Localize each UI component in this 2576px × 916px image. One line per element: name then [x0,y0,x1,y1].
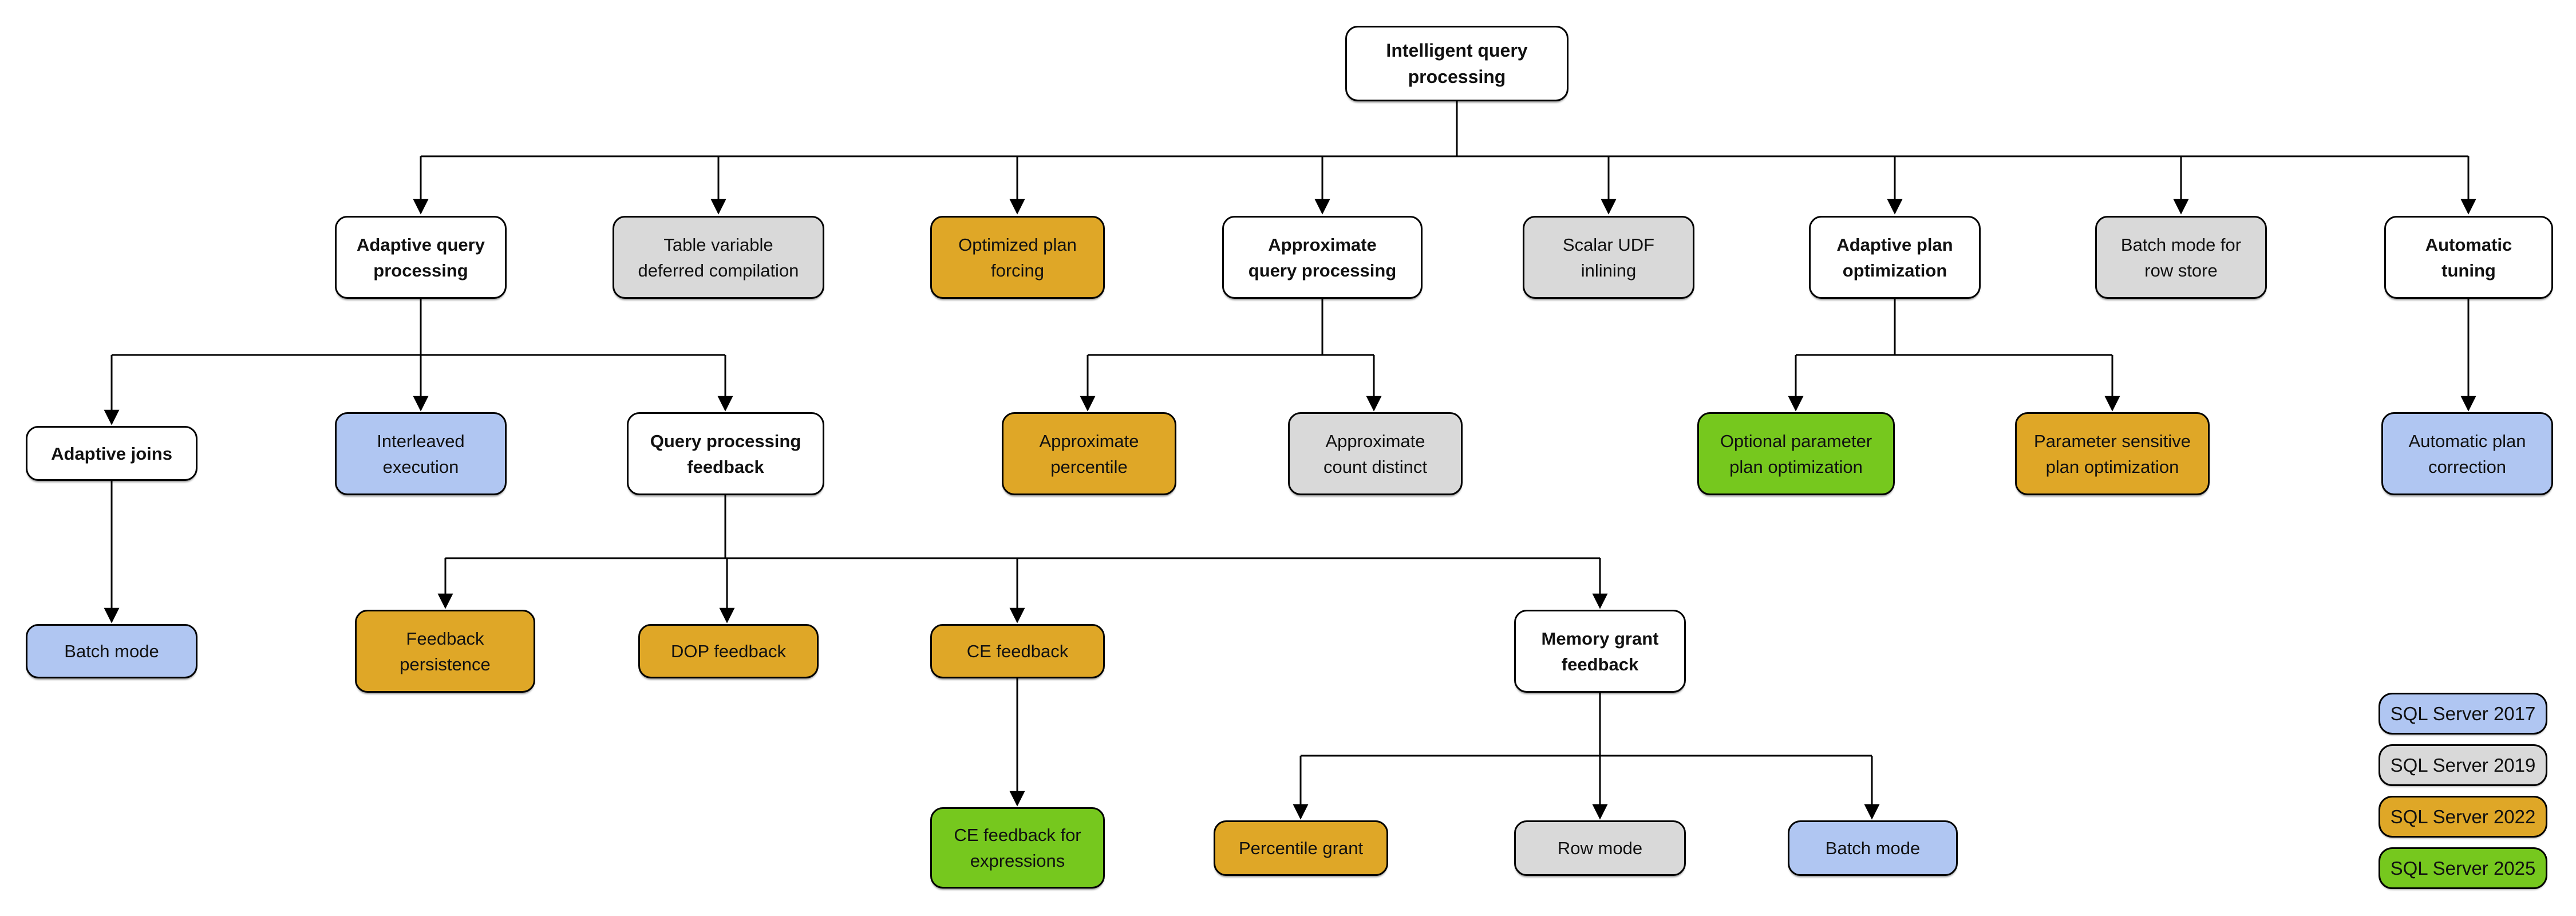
node-feedback-persistence: Feedback persistence [355,610,535,693]
node-label: Approximate query processing [1248,234,1397,281]
node-adaptive-query-processing: Adaptive query processing [335,216,507,299]
node-label: Adaptive query processing [357,234,485,281]
node-interleaved-execution: Interleaved execution [335,412,507,495]
node-optional-parameter-plan-optimization: Optional parameter plan optimization [1697,412,1895,495]
node-label: Table variable deferred compilation [638,234,799,281]
legend-label: SQL Server 2025 [2390,857,2536,879]
node-ce-feedback: CE feedback [930,624,1105,678]
node-label: Scalar UDF inlining [1562,234,1655,281]
node-automatic-tuning: Automatic tuning [2384,216,2553,299]
edge-approx-bus [1088,299,1374,356]
node-label: Optimized plan forcing [958,234,1077,281]
legend-item-sql-server-2022: SQL Server 2022 [2379,796,2547,838]
edge-aqp-bus [112,299,725,356]
node-label: Batch mode for row store [2120,234,2242,281]
legend-label: SQL Server 2022 [2390,806,2536,827]
node-label: Approximate percentile [1039,431,1139,477]
node-batch-mode-memory-grant: Batch mode [1788,820,1958,876]
node-automatic-plan-correction: Automatic plan correction [2381,412,2553,495]
node-label: Memory grant feedback [1541,628,1659,674]
node-label: Adaptive plan optimization [1836,234,1953,281]
node-percentile-grant: Percentile grant [1214,820,1388,876]
node-row-mode: Row mode [1514,820,1686,876]
node-label: Parameter sensitive plan optimization [2034,431,2191,477]
legend-label: SQL Server 2019 [2390,754,2536,776]
edge-mgf-bus [1301,693,1872,757]
node-label: Optional parameter plan optimization [1720,431,1872,477]
node-label: CE feedback for expressions [954,825,1081,871]
node-label: Percentile grant [1238,838,1364,858]
edge-root-bus [421,101,2468,157]
node-table-variable-deferred-compilation: Table variable deferred compilation [613,216,824,299]
legend-item-sql-server-2025: SQL Server 2025 [2379,847,2547,889]
node-label: Row mode [1557,838,1643,858]
edge-qpf-bus [445,495,1600,559]
node-memory-grant-feedback: Memory grant feedback [1514,610,1686,693]
node-batch-mode-for-row-store: Batch mode for row store [2095,216,2267,299]
node-parameter-sensitive-plan-optimization: Parameter sensitive plan optimization [2015,412,2210,495]
node-approximate-percentile: Approximate percentile [1002,412,1176,495]
node-scalar-udf-inlining: Scalar UDF inlining [1523,216,1694,299]
node-label: Feedback persistence [400,628,491,674]
node-approximate-count-distinct: Approximate count distinct [1288,412,1463,495]
legend-item-sql-server-2017: SQL Server 2017 [2379,693,2547,735]
node-label: CE feedback [966,641,1069,661]
node-adaptive-joins: Adaptive joins [26,426,197,481]
edge-apo-bus [1796,299,2112,356]
node-label: Adaptive joins [51,443,172,464]
node-label: Automatic plan correction [2408,431,2526,477]
node-label: Automatic tuning [2425,234,2512,281]
node-adaptive-plan-optimization: Adaptive plan optimization [1809,216,1981,299]
node-label: Intelligent query processing [1386,40,1528,87]
node-label: Query processing feedback [650,431,801,477]
node-label: DOP feedback [670,641,787,661]
legend-item-sql-server-2019: SQL Server 2019 [2379,744,2547,786]
node-query-processing-feedback: Query processing feedback [627,412,824,495]
node-batch-mode-adaptive-joins: Batch mode [26,624,197,678]
node-ce-feedback-for-expressions: CE feedback for expressions [930,807,1105,889]
legend: SQL Server 2017 SQL Server 2019 SQL Serv… [2379,693,2547,889]
node-label: Approximate count distinct [1323,431,1427,477]
node-label: Batch mode [1825,838,1921,858]
node-dop-feedback: DOP feedback [638,624,819,678]
node-label: Batch mode [64,641,159,661]
node-approximate-query-processing: Approximate query processing [1222,216,1423,299]
node-intelligent-query-processing: Intelligent query processing [1345,26,1568,101]
legend-label: SQL Server 2017 [2390,702,2536,724]
node-optimized-plan-forcing: Optimized plan forcing [930,216,1105,299]
node-label: Interleaved execution [377,431,465,477]
